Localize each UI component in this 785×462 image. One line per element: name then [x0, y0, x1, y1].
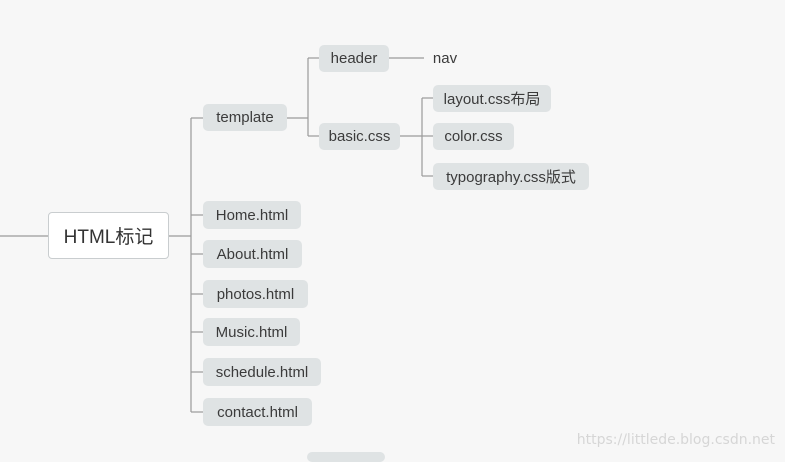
node-layout-css[interactable]: layout.css布局 — [433, 85, 551, 112]
partial-node-offscreen — [307, 452, 385, 462]
watermark-text: https://littlede.blog.csdn.net — [576, 432, 775, 448]
node-page-photos[interactable]: photos.html — [203, 280, 308, 308]
node-page-about[interactable]: About.html — [203, 240, 302, 268]
node-header[interactable]: header — [319, 45, 389, 72]
node-page-home[interactable]: Home.html — [203, 201, 301, 229]
node-basic-css[interactable]: basic.css — [319, 123, 400, 150]
node-page-contact[interactable]: contact.html — [203, 398, 312, 426]
root-node[interactable]: HTML标记 — [48, 212, 169, 259]
node-page-schedule[interactable]: schedule.html — [203, 358, 321, 386]
node-typography-css[interactable]: typography.css版式 — [433, 163, 589, 190]
node-page-music[interactable]: Music.html — [203, 318, 300, 346]
node-color-css[interactable]: color.css — [433, 123, 514, 150]
node-nav[interactable]: nav — [432, 50, 458, 67]
node-template[interactable]: template — [203, 104, 287, 131]
